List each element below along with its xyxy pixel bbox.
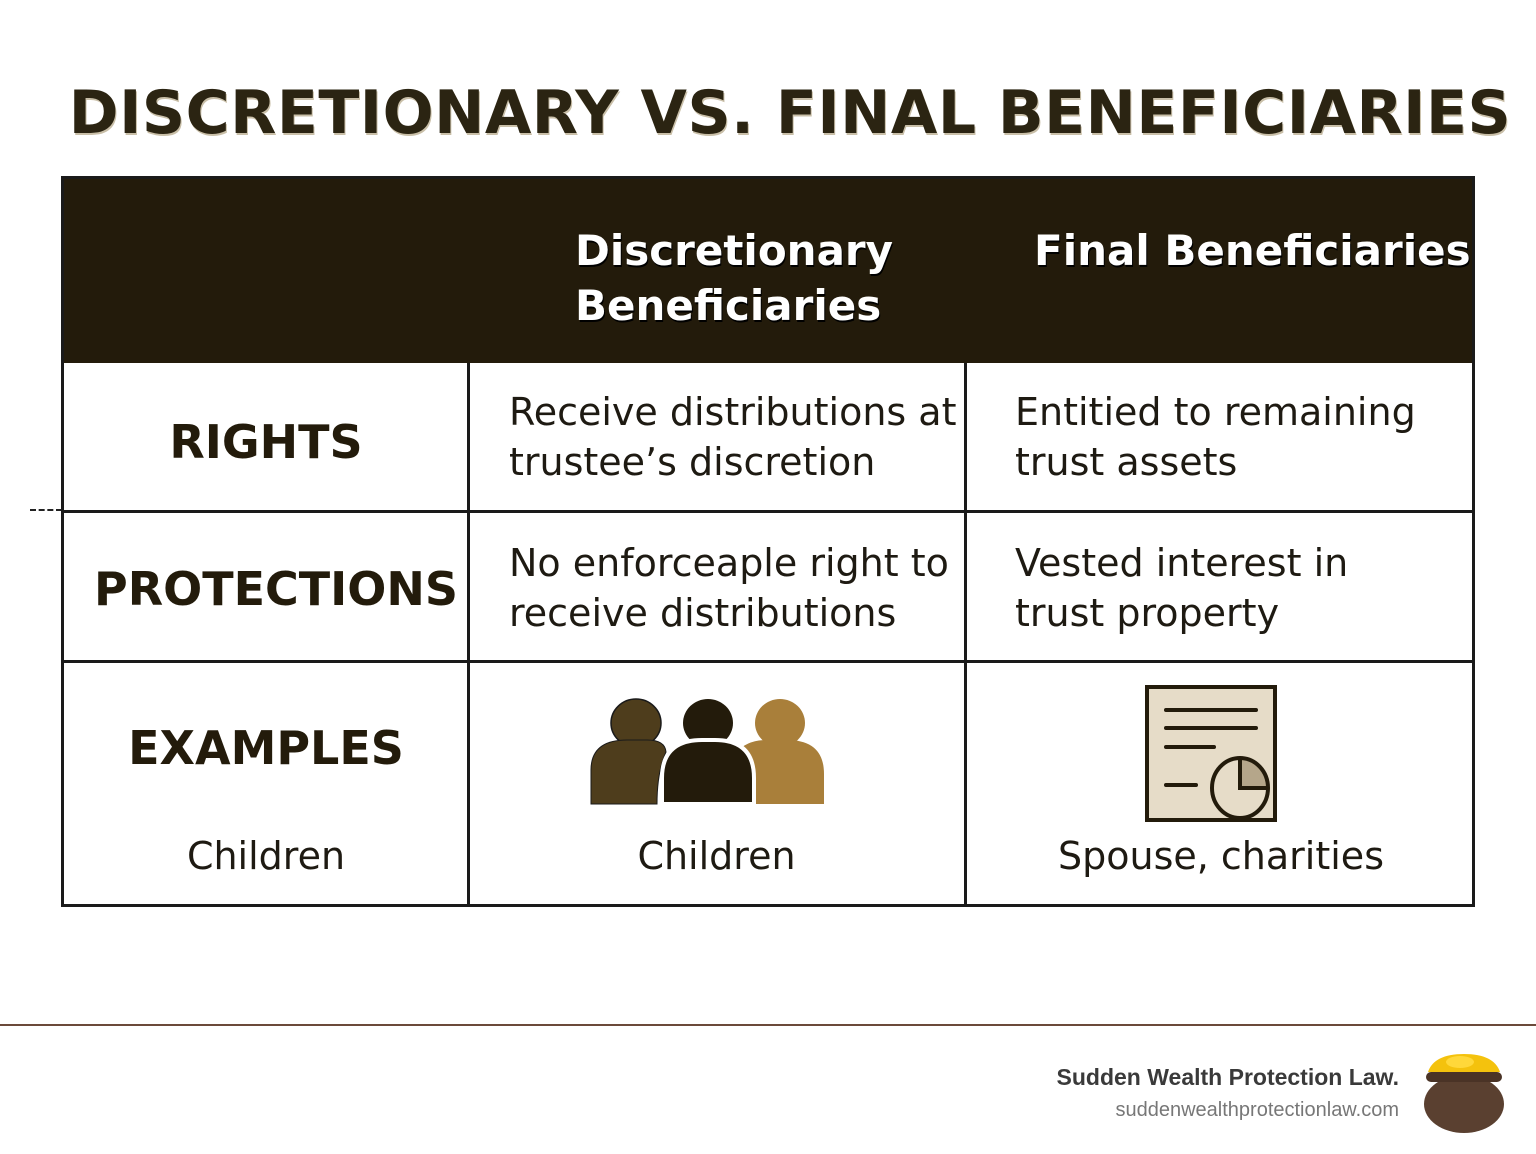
text-line: No enforceaple right to: [509, 541, 949, 585]
text-line: Entitied to remaining: [1015, 390, 1416, 434]
pot-of-gold-logo-icon: [1424, 1054, 1504, 1133]
divider-dash: [30, 509, 62, 511]
comparison-table: Discretionary Beneficiaries Final Benefi…: [61, 176, 1475, 907]
header-final: Final Beneficiaries: [1034, 226, 1471, 275]
rights-final: Entitied to remaining trust assets: [1015, 387, 1416, 487]
protections-discretionary: No enforceaple right to receive distribu…: [509, 538, 949, 638]
row-divider: [64, 510, 1472, 513]
header-discretionary-line1: Discretionary: [575, 226, 894, 275]
document-chart-icon: [1145, 685, 1277, 822]
text-line: trust property: [1015, 591, 1280, 635]
examples-label-sub: Children: [186, 834, 346, 878]
header-discretionary-line2: Beneficiaries: [575, 281, 882, 330]
text-line: Receive distributions at: [509, 390, 957, 434]
column-divider: [964, 363, 967, 904]
row-divider: [64, 660, 1472, 663]
header-discretionary: Discretionary Beneficiaries: [575, 223, 893, 333]
row-label-examples: EXAMPLES: [128, 721, 404, 775]
text-line: receive distributions: [509, 591, 897, 635]
footer-brand: Sudden Wealth Protection Law.: [1056, 1064, 1399, 1090]
row-label-protections: PROTECTIONS: [93, 562, 459, 616]
page-title: DISCRETIONARY VS. FINAL BENEFICIARIES: [68, 78, 1512, 148]
text-line: trustee’s discretion: [509, 440, 876, 484]
table-header: Discretionary Beneficiaries Final Benefi…: [64, 179, 1472, 363]
row-label-rights: RIGHTS: [169, 415, 363, 469]
people-group-icon: [590, 698, 824, 806]
footer-url[interactable]: suddenwealthprotectionlaw.com: [1115, 1099, 1399, 1121]
examples-discretionary: Children: [637, 834, 796, 878]
protections-final: Vested interest in trust property: [1015, 538, 1348, 638]
text-line: Vested interest in: [1015, 541, 1349, 585]
examples-final: Spouse, charities: [1058, 834, 1384, 878]
column-divider: [467, 363, 470, 904]
rights-discretionary: Receive distributions at trustee’s discr…: [509, 387, 956, 487]
text-line: trust assets: [1015, 440, 1238, 484]
footer-divider: [0, 1024, 1536, 1026]
